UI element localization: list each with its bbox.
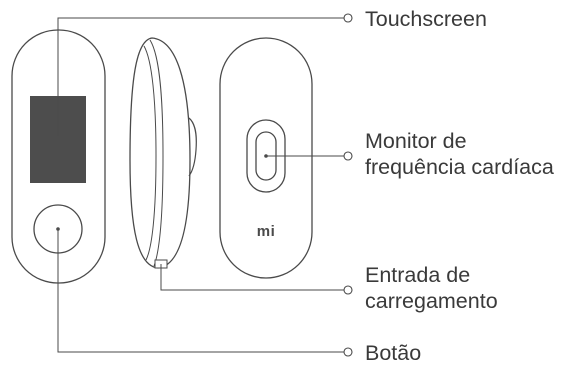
mi-logo: mi	[257, 223, 276, 240]
callout-entrada-line	[160, 264, 344, 291]
callout-endpoints	[343, 13, 353, 357]
label-charging-port: Entrada de carregamento	[365, 262, 498, 314]
label-heart-rate-monitor: Monitor de frequência cardíaca	[365, 128, 554, 180]
label-touchscreen: Touchscreen	[365, 6, 487, 32]
label-touchscreen-text: Touchscreen	[365, 7, 487, 31]
label-monitor-line1: Monitor de	[365, 129, 467, 153]
callout-touchscreen-line	[57, 17, 344, 136]
side-button-bulge	[188, 117, 197, 177]
side-inner-edge-2	[149, 39, 164, 267]
side-inner-edge	[143, 45, 157, 261]
callout-entrada-endpoint	[343, 285, 353, 295]
monitor-anchor-dot	[264, 154, 268, 158]
callout-monitor-endpoint	[343, 151, 353, 161]
label-monitor-line2: frequência cardíaca	[365, 155, 554, 179]
callout-lines	[57, 17, 344, 353]
callout-touchscreen-endpoint	[343, 13, 353, 23]
label-botao-text: Botão	[365, 341, 422, 365]
tracker-side-view	[129, 37, 197, 269]
tracker-front-view	[11, 29, 106, 284]
callout-botao-line	[57, 229, 344, 353]
tracker-back-view: mi	[219, 37, 313, 279]
callout-botao-endpoint	[343, 347, 353, 357]
label-entrada-line2: carregamento	[365, 289, 498, 313]
label-entrada-line1: Entrada de	[365, 263, 471, 287]
label-button: Botão	[365, 340, 421, 366]
